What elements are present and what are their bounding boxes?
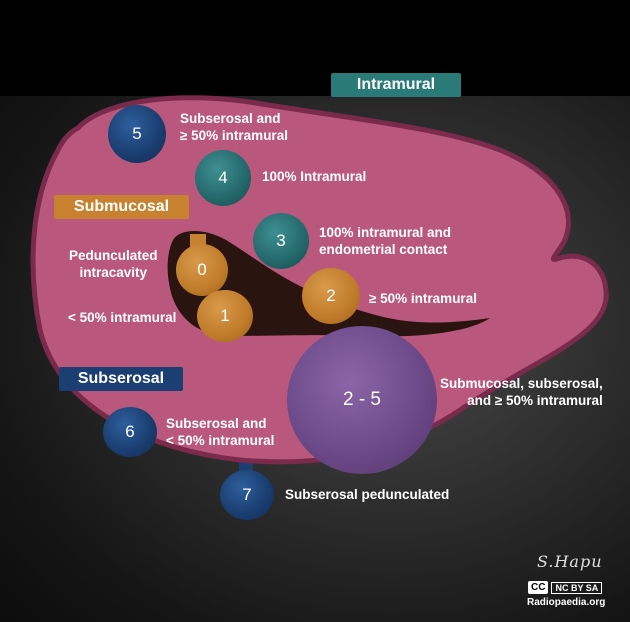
fibroid-2-label: ≥ 50% intramural bbox=[369, 291, 477, 306]
license-badge: CC NC BY SA bbox=[528, 581, 603, 594]
category-subserosal: Subserosal bbox=[59, 367, 183, 391]
fibroid-2-5-text: Submucosal, subserosal, and ≥ 50% intram… bbox=[440, 376, 603, 408]
fibroid-5-circle: 5 bbox=[108, 105, 166, 163]
fibroid-3-text: 100% intramural and endometrial contact bbox=[319, 225, 452, 257]
fibroid-0-label: Pedunculated intracavity bbox=[69, 247, 158, 281]
top-black-band bbox=[0, 0, 630, 96]
source-credit: Radiopaedia.org bbox=[527, 597, 606, 608]
fibroid-7-circle: 7 bbox=[220, 470, 274, 520]
fibroid-1-circle: 1 bbox=[197, 290, 253, 342]
creative-commons-icon: CC bbox=[528, 581, 549, 594]
fibroid-0-circle: 0 bbox=[176, 244, 228, 296]
fibroid-0-text: Pedunculated intracavity bbox=[69, 248, 158, 280]
fibroid-6-text: Subserosal and < 50% intramural bbox=[166, 416, 275, 448]
fibroid-2-5-circle: 2 - 5 bbox=[287, 326, 437, 474]
fibroid-4-circle: 4 bbox=[195, 150, 251, 206]
category-intramural: Intramural bbox=[331, 73, 461, 97]
fibroid-5-label: Subserosal and ≥ 50% intramural bbox=[180, 110, 288, 144]
fibroid-1-label: < 50% intramural bbox=[68, 310, 177, 325]
fibroid-5-text: Subserosal and ≥ 50% intramural bbox=[180, 111, 288, 143]
fibroid-6-circle: 6 bbox=[103, 407, 157, 457]
fibroid-3-circle: 3 bbox=[253, 213, 309, 269]
fibroid-7-label: Subserosal pedunculated bbox=[285, 487, 450, 502]
fibroid-2-5-label: Submucosal, subserosal, and ≥ 50% intram… bbox=[440, 375, 603, 409]
fibroid-6-label: Subserosal and < 50% intramural bbox=[166, 415, 274, 449]
fibroid-4-label: 100% Intramural bbox=[262, 169, 367, 184]
license-text: NC BY SA bbox=[551, 581, 603, 594]
category-submucosal: Submucosal bbox=[54, 195, 189, 219]
fibroid-3-label: 100% intramural and endometrial contact bbox=[319, 224, 451, 258]
author-signature: S.Hapu bbox=[537, 552, 603, 571]
fibroid-2-circle: 2 bbox=[302, 268, 360, 324]
